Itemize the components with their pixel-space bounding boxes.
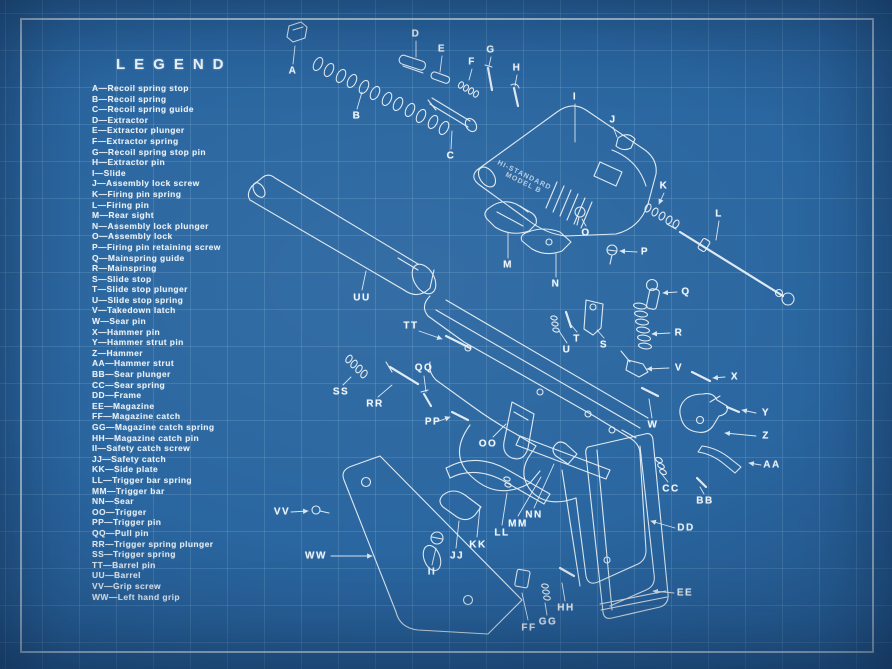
callout-VV: VV <box>273 506 291 518</box>
callout-TT: TT <box>403 320 419 332</box>
side-plate-part <box>445 459 551 505</box>
magazine-catch-pin-part <box>558 566 576 578</box>
callout-Z: Z <box>762 430 770 442</box>
magazine-catch-part <box>514 568 531 589</box>
extractor-plunger-part <box>430 71 451 84</box>
slide-stop-spring-part <box>550 315 560 333</box>
extractor-pin-part <box>510 83 520 108</box>
left-grip-part <box>342 455 523 635</box>
sear-plunger-part <box>695 476 708 489</box>
firing-pin-spring-part <box>644 203 680 229</box>
extractor-part <box>398 54 427 74</box>
callout-H: H <box>512 62 522 74</box>
callout-I: I <box>572 91 578 103</box>
callout-N: N <box>551 278 561 290</box>
callout-R: R <box>674 327 684 339</box>
callout-F: F <box>468 56 476 68</box>
callout-P: P <box>640 246 650 258</box>
trigger-spring-plunger-part <box>385 361 420 386</box>
mainspring-guide-part <box>645 278 660 310</box>
callout-W: W <box>647 419 659 431</box>
callout-GG: GG <box>538 616 558 628</box>
callout-OO: OO <box>478 438 498 450</box>
callout-U: U <box>562 344 572 356</box>
callout-O: O <box>581 227 591 239</box>
mainspring-part <box>633 302 652 350</box>
safety-catch-part <box>439 490 482 521</box>
callout-G: G <box>486 44 496 56</box>
recoil-spring-stop-part <box>286 21 308 43</box>
callout-X: X <box>730 371 740 383</box>
callout-E: E <box>437 43 447 55</box>
slide-stop-plunger-part <box>564 310 573 329</box>
callout-S: S <box>599 339 609 351</box>
takedown-latch-part <box>620 350 649 378</box>
hammer-strut-pin-part <box>725 405 741 414</box>
hammer-pin-part <box>690 370 712 383</box>
callout-V: V <box>674 362 684 374</box>
callout-DD: DD <box>677 522 695 534</box>
callout-SS: SS <box>332 386 350 398</box>
callout-RR: RR <box>366 398 384 410</box>
trigger-pin-part <box>450 410 470 422</box>
callout-AA: AA <box>763 459 781 471</box>
callout-UU: UU <box>353 292 371 304</box>
callout-C: C <box>446 150 456 162</box>
magazine-catch-spring-part <box>541 583 551 601</box>
callout-J: J <box>609 114 617 126</box>
callout-D: D <box>411 28 421 40</box>
callout-KK: KK <box>469 539 487 551</box>
safety-catch-screw-part <box>430 531 444 545</box>
callout-JJ: JJ <box>449 550 465 562</box>
callout-NN: NN <box>525 509 543 521</box>
extractor-spring-part <box>457 81 480 98</box>
rear-sight-part <box>484 201 537 234</box>
magazine-part <box>585 433 669 619</box>
grip-screw-part <box>311 505 330 515</box>
callout-EE: EE <box>676 587 694 599</box>
callout-Q: Q <box>681 286 691 298</box>
recoil-spring-stop-pin-part <box>484 64 494 92</box>
callout-Y: Y <box>761 407 771 419</box>
callout-HH: HH <box>557 602 575 614</box>
hammer-part <box>679 393 728 433</box>
trigger-spring-part <box>345 354 368 379</box>
hammer-strut-part <box>697 445 742 474</box>
callout-WW: WW <box>305 550 327 562</box>
callout-B: B <box>352 110 362 122</box>
recoil-spring-part <box>312 56 450 136</box>
sear-pin-part <box>640 386 660 398</box>
callout-II: II <box>427 566 437 578</box>
barrel-part <box>247 174 437 296</box>
callout-CC: CC <box>662 483 680 495</box>
assembly-lock-part <box>520 228 572 255</box>
callout-L: L <box>715 208 723 220</box>
callout-PP: PP <box>424 416 442 428</box>
callout-BB: BB <box>696 495 714 507</box>
callout-A: A <box>288 65 298 77</box>
slide-stop-part <box>583 299 604 336</box>
callout-K: K <box>659 180 669 192</box>
slide-part: HI-STANDARD MODEL B <box>473 105 657 237</box>
callout-QQ: QQ <box>414 362 434 374</box>
callout-T: T <box>573 333 581 345</box>
callout-FF: FF <box>521 622 537 634</box>
callout-M: M <box>503 259 513 271</box>
firing-pin-retaining-screw-part <box>606 244 618 265</box>
